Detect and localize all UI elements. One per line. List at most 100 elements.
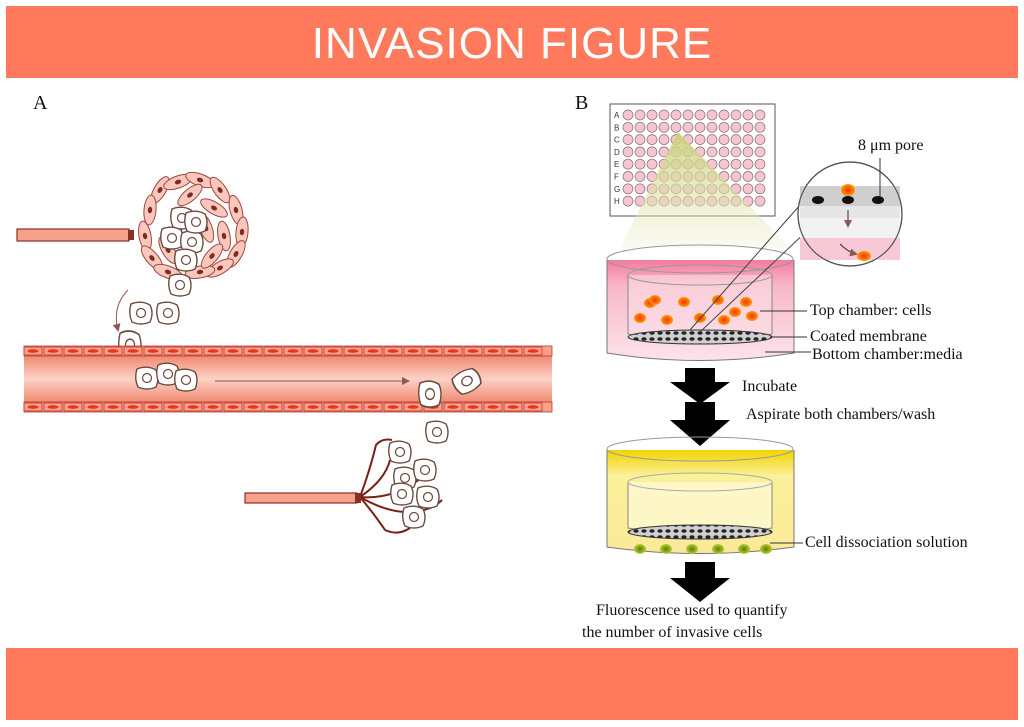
tumor-cell	[740, 297, 752, 307]
endothelial-cell	[383, 402, 403, 412]
plate-well	[742, 134, 754, 145]
endothelial-cell	[403, 402, 423, 412]
tumor-cell	[649, 295, 661, 305]
plate-well	[706, 146, 718, 158]
plate-well	[682, 109, 694, 121]
plate-well	[730, 121, 742, 133]
endothelial-cell	[143, 402, 163, 412]
incubate-label: Incubate	[742, 378, 798, 395]
plate-row-label: D	[614, 148, 620, 157]
plate-well	[658, 134, 670, 145]
endothelial-cell	[443, 402, 463, 412]
plate-well	[658, 109, 670, 121]
plate-well	[730, 158, 742, 170]
secondary-tumor-site	[244, 438, 443, 534]
plate-row-label: B	[614, 123, 619, 132]
plate-well	[694, 109, 706, 121]
incubate-arrow	[670, 368, 730, 404]
endothelial-cell	[103, 346, 123, 356]
plate-row-label: F	[614, 173, 619, 182]
endothelial-cell	[503, 402, 523, 412]
plate-well	[706, 109, 718, 121]
endothelial-cell	[203, 402, 223, 412]
tumor-cell	[634, 313, 646, 323]
plate-well	[754, 171, 766, 182]
wash-arrow	[670, 402, 730, 446]
endothelial-cell	[23, 346, 43, 356]
endothelial-cell	[163, 402, 183, 412]
fluorescence-label-line1: Fluorescence used to quantify	[596, 602, 788, 619]
plate-row-label: A	[614, 111, 620, 120]
bottom-banner	[6, 648, 1018, 720]
endothelial-cell	[323, 346, 343, 356]
transwell-dissociation-stage	[606, 436, 803, 554]
plate-well	[622, 134, 634, 145]
endothelial-cell	[23, 402, 43, 412]
plate-well	[634, 158, 646, 170]
plate-well	[742, 109, 754, 121]
endothelial-cell	[263, 402, 283, 412]
endothelial-cell	[303, 402, 323, 412]
tumor-cell	[712, 295, 724, 305]
endothelial-cell	[343, 402, 363, 412]
plate-well	[742, 183, 754, 195]
endothelial-cell	[123, 402, 143, 412]
plate-well	[658, 121, 670, 133]
plate-well	[718, 134, 730, 145]
top-chamber-label: Top chamber: cells	[810, 302, 932, 319]
plate-well	[670, 109, 682, 121]
plate-well	[754, 134, 766, 145]
bottom-chamber-label: Bottom chamber:media	[812, 346, 963, 363]
dissociation-label: Cell dissociation solution	[805, 534, 968, 551]
endothelial-cell	[303, 346, 323, 356]
quantify-arrow	[670, 562, 730, 602]
plate-well	[634, 121, 646, 133]
plate-well	[754, 195, 766, 207]
endothelial-cell	[503, 346, 523, 356]
tumor-cell	[718, 315, 730, 325]
endothelial-cell	[223, 346, 243, 356]
plate-row-label: E	[614, 160, 619, 169]
tumor-cell	[746, 311, 758, 321]
plate-well	[622, 171, 634, 182]
endothelial-cell	[203, 346, 223, 356]
endothelial-cell	[183, 402, 203, 412]
plate-well	[742, 121, 754, 133]
tumor-vessel	[16, 228, 130, 242]
plate-well	[730, 109, 742, 121]
invaded-cell	[760, 544, 772, 554]
endothelial-cell	[283, 346, 303, 356]
aspirate-label: Aspirate both chambers/wash	[746, 406, 936, 423]
endothelial-cell	[283, 402, 303, 412]
plate-row-label: C	[614, 136, 620, 145]
plate-well	[718, 109, 730, 121]
endothelial-cell	[63, 402, 83, 412]
fluorescence-label-line2: the number of invasive cells	[582, 624, 763, 641]
plate-well	[718, 121, 730, 133]
title-banner: INVASION FIGURE	[6, 6, 1018, 78]
endothelial-cell	[483, 402, 503, 412]
endothelial-cell	[463, 346, 483, 356]
plate-well	[646, 121, 658, 133]
endothelial-cell	[483, 346, 503, 356]
endothelial-cell	[63, 346, 83, 356]
invaded-cell	[738, 544, 750, 554]
endothelial-cell	[343, 346, 363, 356]
plate-well	[622, 109, 634, 121]
plate-well	[646, 134, 658, 145]
plate-well	[730, 134, 742, 145]
figure-title: INVASION FIGURE	[311, 19, 713, 68]
plate-well	[622, 195, 634, 207]
endothelial-cell	[323, 402, 343, 412]
plate-well	[754, 158, 766, 170]
plate-well	[634, 183, 646, 195]
endothelial-cell	[143, 346, 163, 356]
endothelial-cell	[83, 346, 103, 356]
plate-well	[622, 146, 634, 158]
invaded-cell	[686, 544, 698, 554]
plate-well	[646, 146, 658, 158]
endothelial-cell	[183, 346, 203, 356]
plate-well	[634, 134, 646, 145]
